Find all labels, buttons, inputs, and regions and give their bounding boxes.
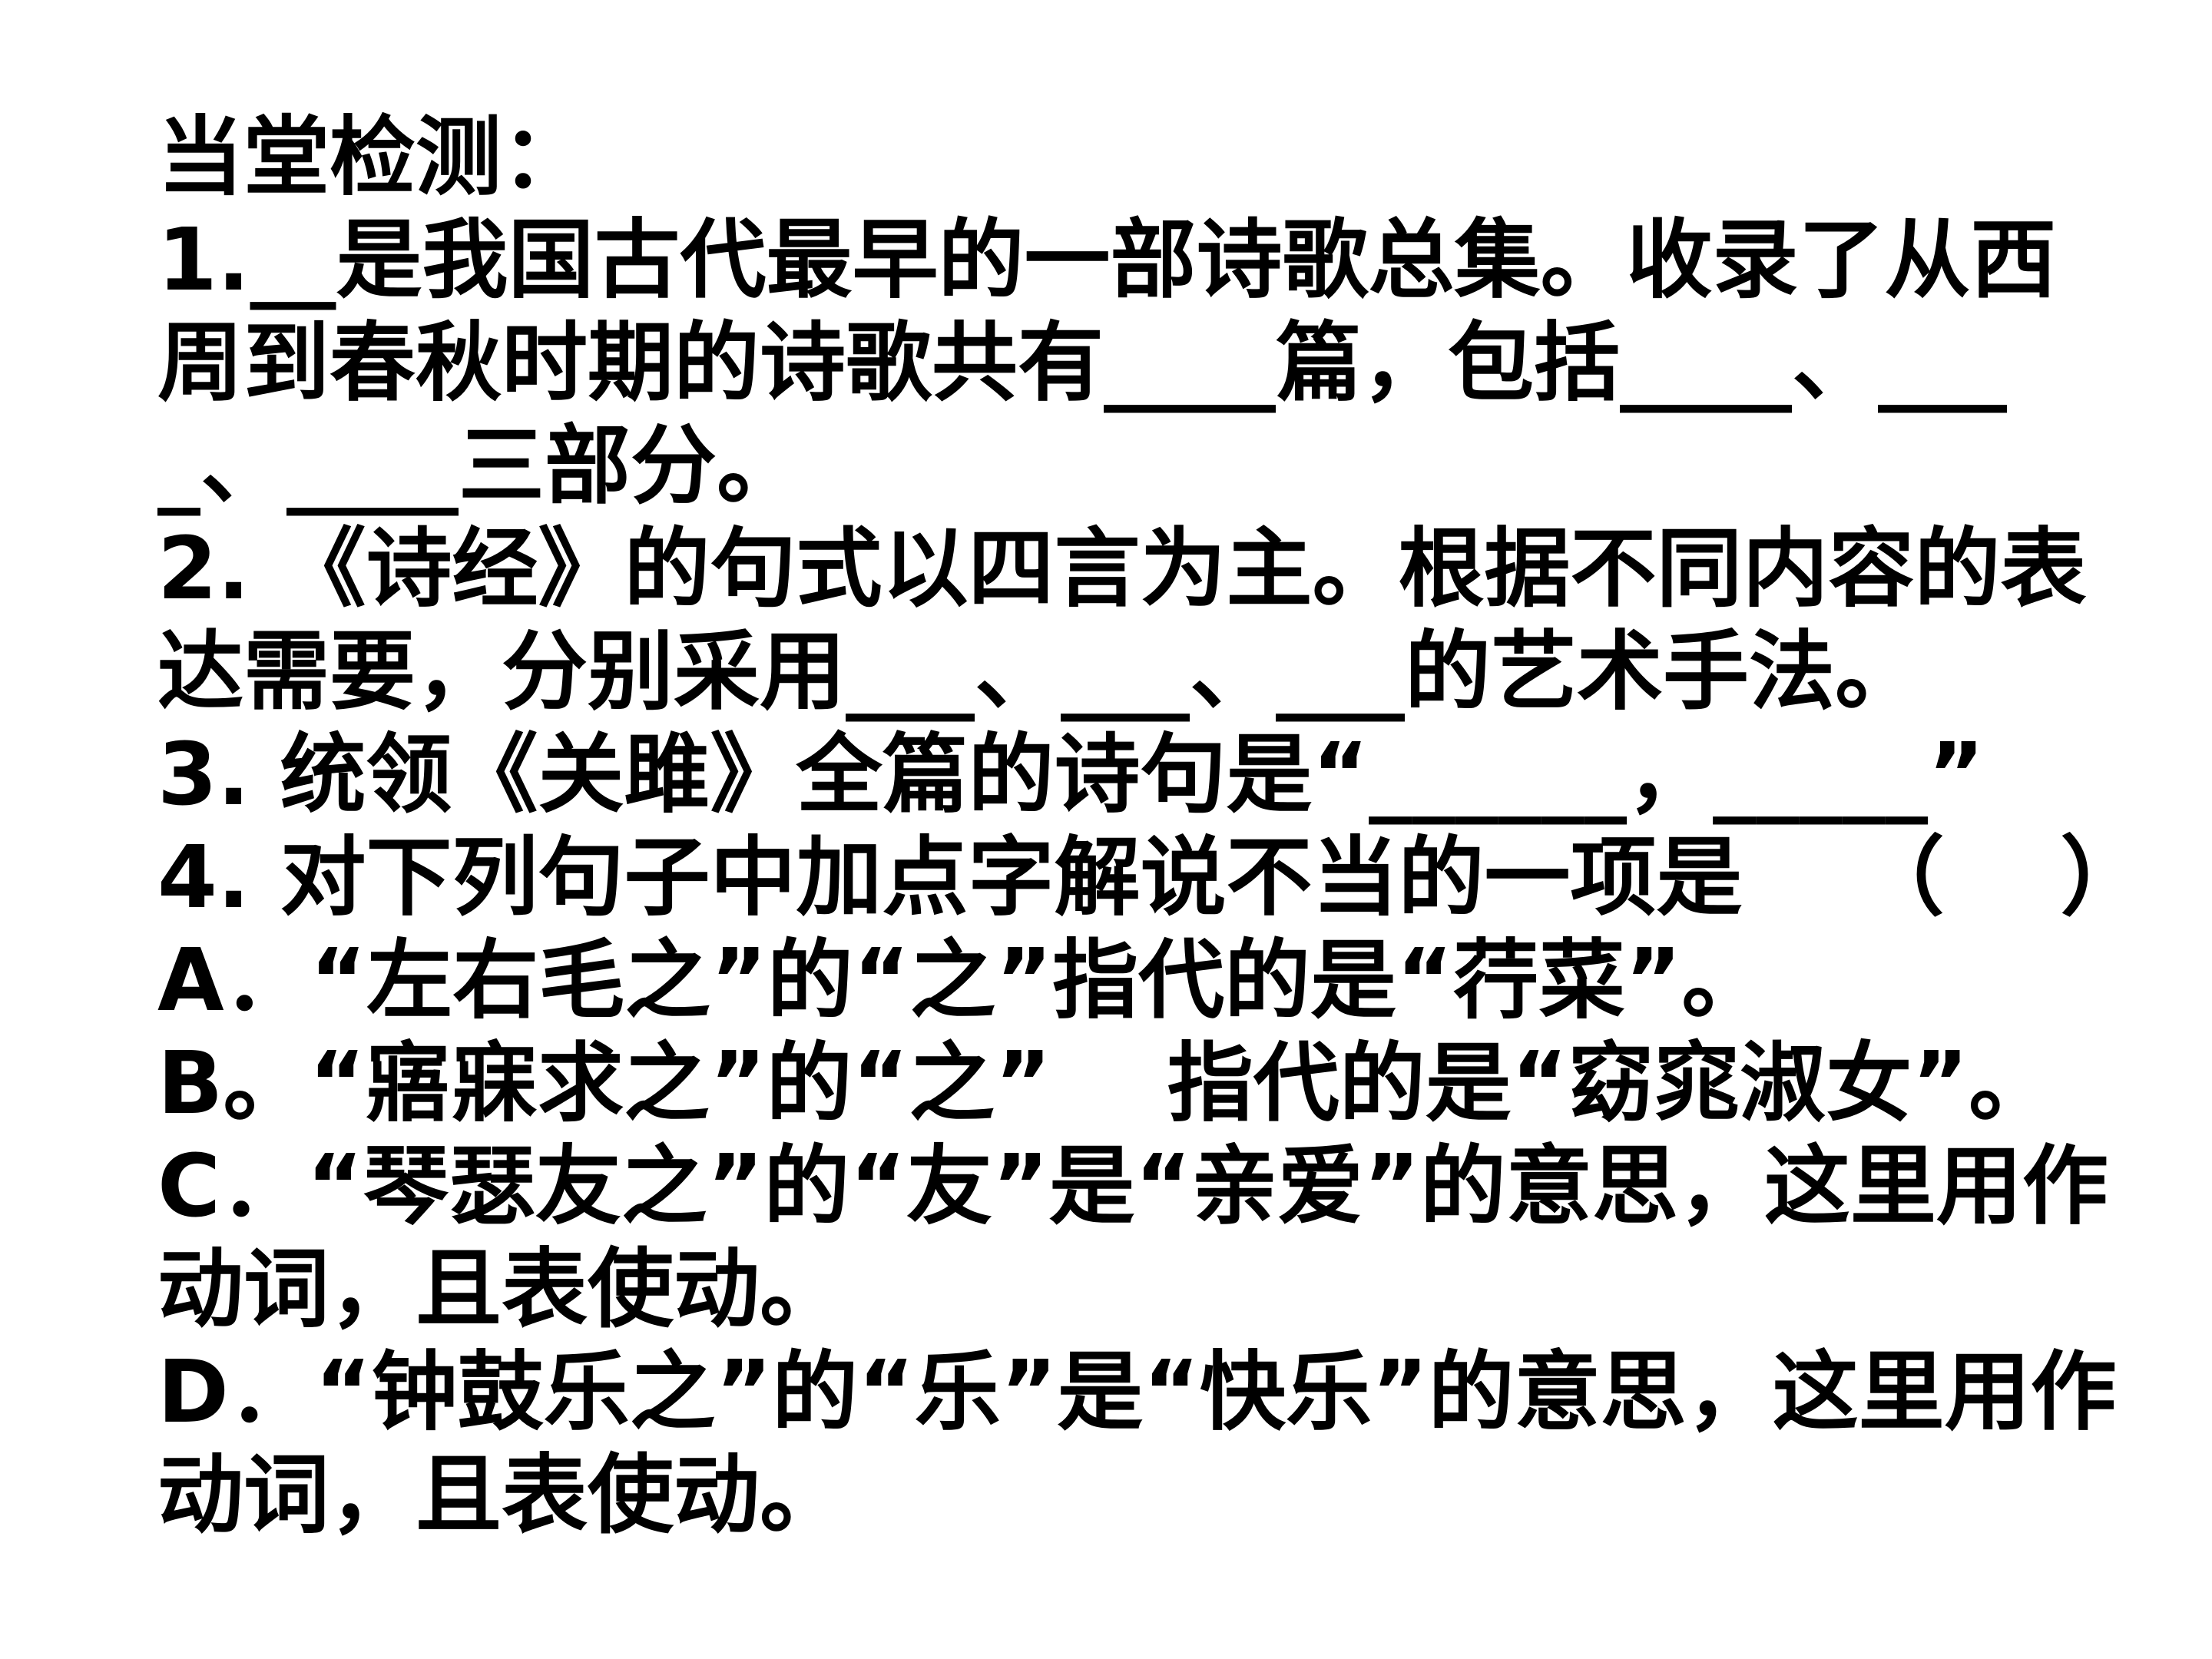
- question-1-line-1: 1.__是我国古代最早的一部诗歌总集。收录了从西: [157, 210, 2057, 310]
- question-4-stem: 4. 对下列句子中加点字解说不当的一项是 （ ）: [157, 828, 2147, 928]
- option-d-line-1: D．“钟鼓乐之”的“乐”是“快乐”的意思，这里用作: [157, 1343, 2117, 1442]
- option-c-line-1: C．“琴瑟友之”的“友”是“亲爱”的意思，这里用作: [157, 1137, 2108, 1237]
- question-1-line-2: 周到春秋时期的诗歌共有____篇，包括____、___: [157, 313, 2007, 413]
- option-a: A．“左右毛之”的“之”指代的是“荇菜”。: [157, 931, 1768, 1031]
- option-b: B。“寤寐求之”的“之” 指代的是“窈窕淑女”。: [157, 1034, 2055, 1134]
- option-d-line-2: 动词，且表使动。: [157, 1445, 846, 1545]
- slide-heading: 当堂检测：: [157, 108, 588, 207]
- question-2-line-1: 2. 《诗经》的句式以四言为主。根据不同内容的表: [157, 519, 2087, 619]
- question-3-line: 3. 统领《关雎》全篇的诗句是“______，_____”: [157, 725, 1985, 825]
- question-2-line-2: 达需要，分别采用___、___、___的艺术手法。: [157, 622, 1921, 722]
- option-c-line-2: 动词，且表使动。: [157, 1240, 846, 1339]
- slide-content: 当堂检测： 1.__是我国古代最早的一部诗歌总集。收录了从西 周到春秋时期的诗歌…: [157, 106, 2154, 1547]
- question-1-line-3: _、____三部分。: [157, 416, 803, 516]
